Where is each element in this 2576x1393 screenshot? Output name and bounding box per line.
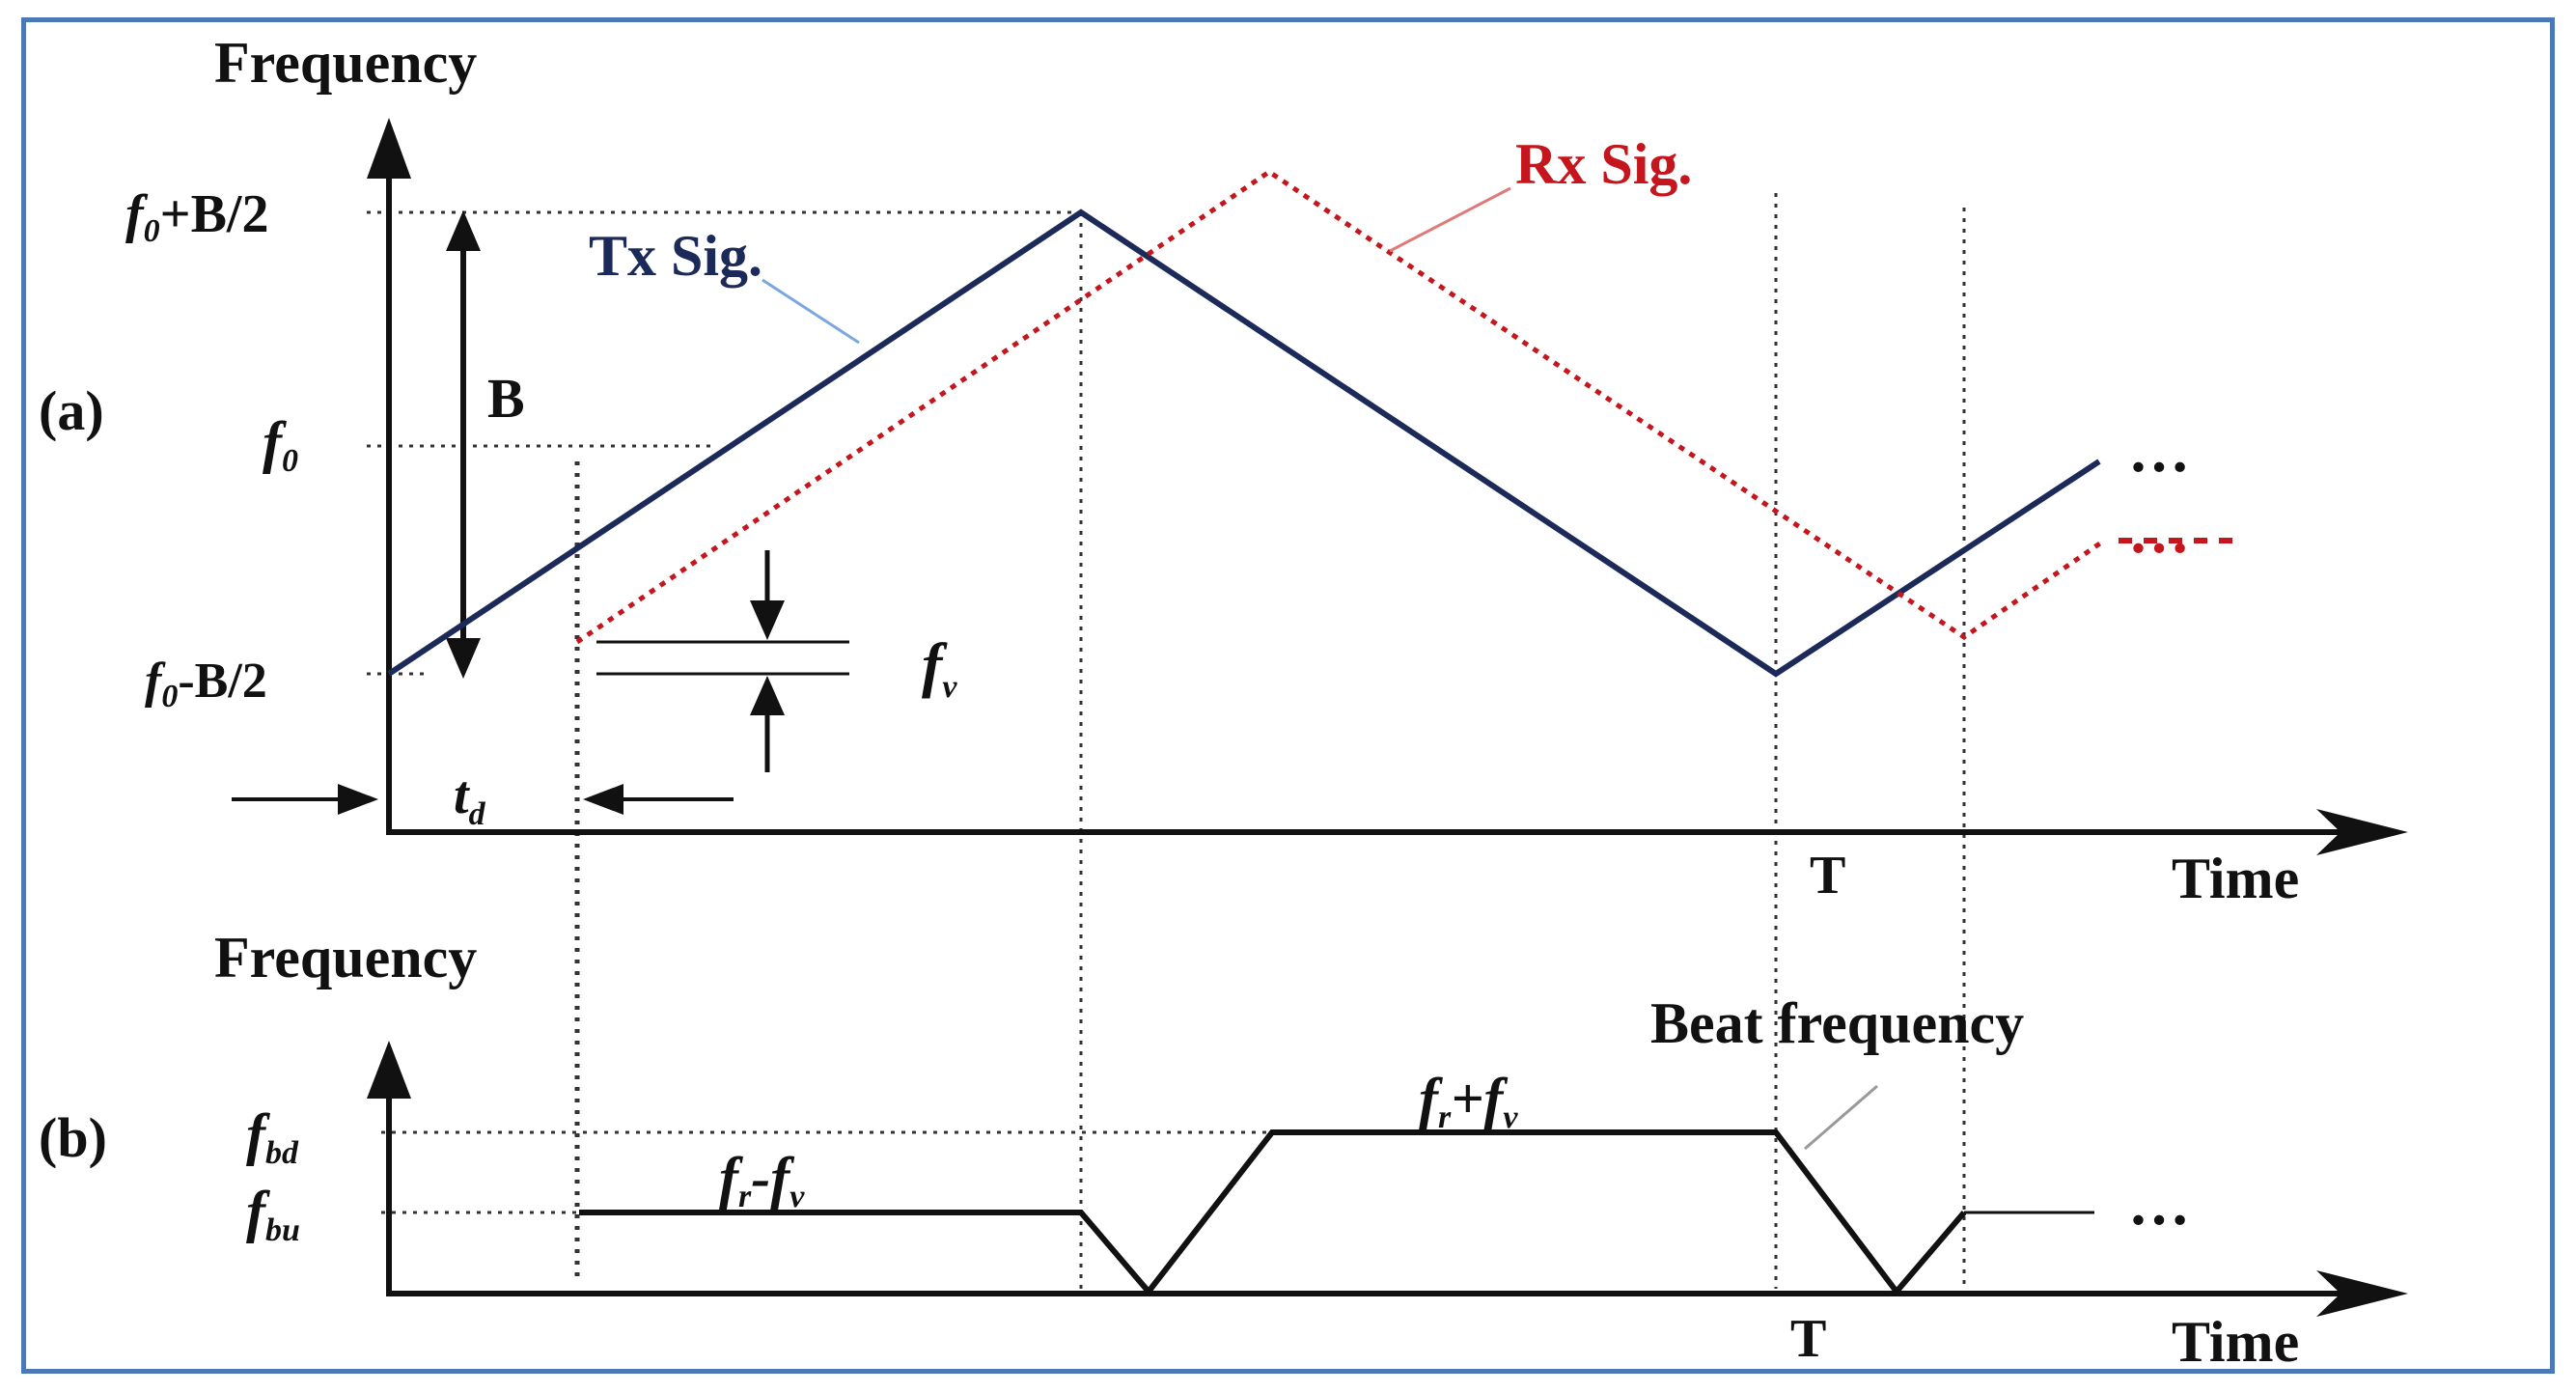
- rx-ellipsis: …: [2128, 497, 2190, 566]
- bandwidth-label: B: [487, 367, 525, 430]
- tick-mid-label: f0: [263, 410, 298, 479]
- panel-a-period-label: T: [1810, 846, 1845, 905]
- tx-signal-label: Tx Sig.: [589, 224, 762, 288]
- doppler-label: fv: [922, 630, 957, 705]
- rx-signal-label: Rx Sig.: [1515, 132, 1692, 196]
- panel-a-y-arrowhead: [367, 118, 411, 179]
- tx-callout-line: [762, 278, 860, 345]
- panel-a-x-arrowhead: [2316, 809, 2408, 855]
- beat-callout-line: [1804, 1084, 1878, 1151]
- doppler-marker: [596, 550, 849, 772]
- figure-frame: [21, 17, 2555, 1374]
- tick-bd-label: fbd: [246, 1102, 299, 1171]
- panel-b-y-label: Frequency: [214, 926, 477, 989]
- delay-label: td: [454, 766, 486, 832]
- panel-b-x-label: Time: [2172, 1310, 2299, 1374]
- panel-a-x-label: Time: [2172, 847, 2299, 910]
- panel-a-axes: [367, 118, 2408, 855]
- bandwidth-arrow: [446, 210, 481, 679]
- panel-b-label: (b): [39, 1106, 107, 1169]
- panel-a-guides: [367, 193, 1966, 1289]
- panel-b-axes: [367, 1041, 2408, 1317]
- beat-frequency-label: Beat frequency: [1650, 991, 2024, 1055]
- down-beat-label: fr+fv: [1419, 1067, 1518, 1135]
- tick-bottom-label: f0-B/2: [145, 654, 267, 714]
- rx-callout-line: [1389, 186, 1511, 253]
- tx-ellipsis: …: [2128, 416, 2190, 485]
- panel-b-y-arrowhead: [367, 1041, 411, 1099]
- panel-b-ellipsis: …: [2128, 1169, 2190, 1238]
- rx-signal: [575, 168, 2106, 645]
- panel-b-x-arrowhead: [2316, 1270, 2408, 1317]
- delay-arrows: [232, 784, 734, 815]
- up-beat-label: fr-fv: [719, 1146, 805, 1214]
- panel-a-y-label: Frequency: [214, 31, 477, 95]
- panel-a-label: (a): [39, 379, 104, 442]
- tick-top-label: f0+B/2: [125, 184, 268, 249]
- tick-bu-label: fbu: [246, 1180, 300, 1248]
- tx-signal: [387, 209, 2101, 678]
- beat-frequency-curve: [579, 1129, 1967, 1296]
- panel-b-period-label: T: [1790, 1309, 1826, 1369]
